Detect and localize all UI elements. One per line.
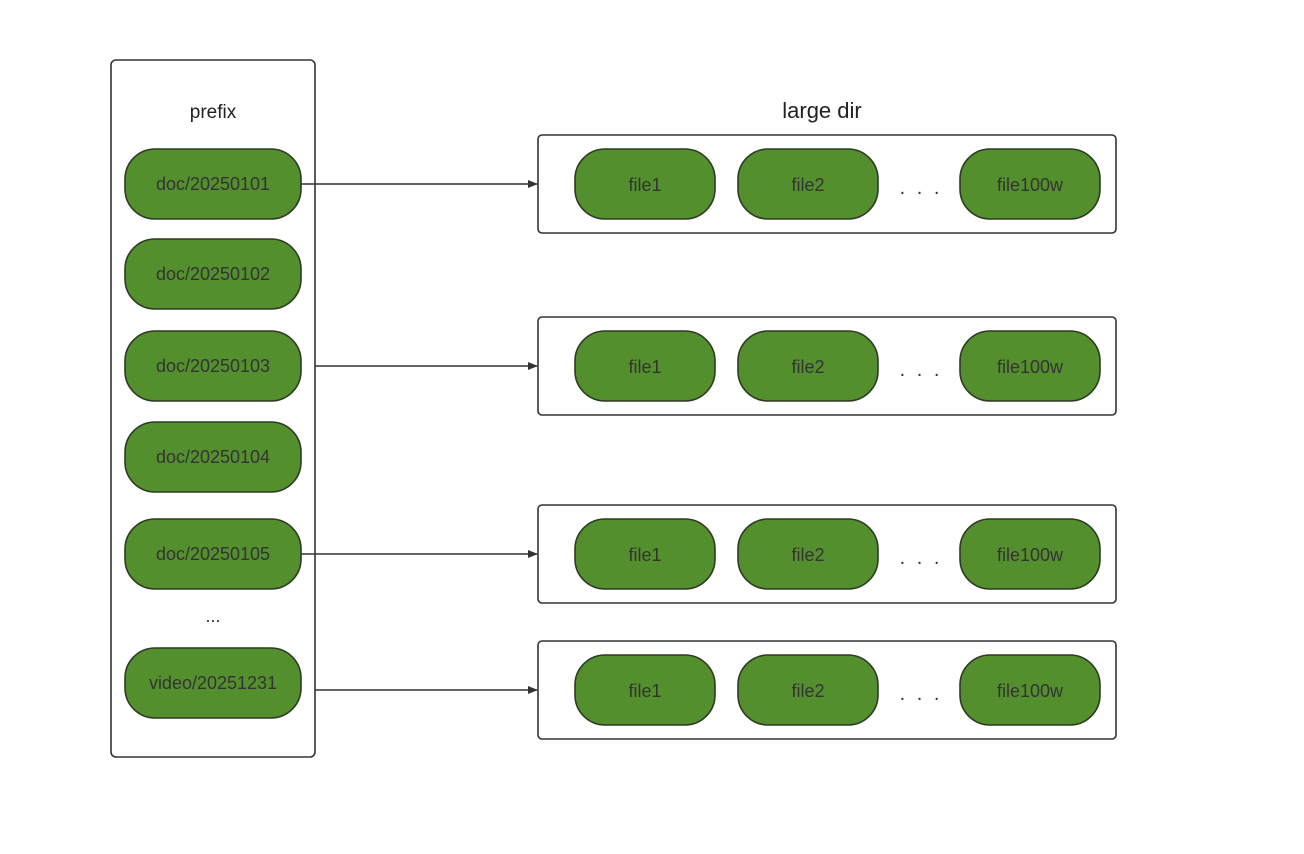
file-label: file100w — [997, 545, 1064, 565]
file-label: file2 — [791, 175, 824, 195]
file-ellipsis: . . . — [900, 177, 943, 199]
prefix-label: doc/20250102 — [156, 264, 270, 284]
file-label: file1 — [628, 357, 661, 377]
file-item[interactable]: file1 — [574, 330, 716, 402]
file-label: file100w — [997, 681, 1064, 701]
arrows — [301, 180, 538, 694]
file-item[interactable]: file1 — [574, 518, 716, 590]
file-item[interactable]: file2 — [737, 330, 879, 402]
prefix-label: video/20251231 — [149, 673, 277, 693]
file-label: file2 — [791, 681, 824, 701]
prefix-item[interactable]: video/20251231 — [124, 647, 302, 719]
prefix-label: doc/20250101 — [156, 174, 270, 194]
large-dir-rows: file1 file2 file100w . . . file1 file2 file100… — [537, 134, 1117, 740]
file-item[interactable]: file2 — [737, 148, 879, 220]
prefix-item[interactable]: doc/20250104 — [124, 421, 302, 493]
file-pill[interactable] — [959, 148, 1101, 220]
file-item[interactable]: file100w — [959, 330, 1101, 402]
prefix-pill[interactable] — [124, 647, 302, 719]
prefix-pill[interactable] — [124, 421, 302, 493]
large-dir-row: file1 file2 file100w . . . — [537, 504, 1117, 604]
file-item[interactable]: file2 — [737, 518, 879, 590]
file-label: file1 — [628, 175, 661, 195]
file-pill[interactable] — [574, 330, 716, 402]
file-ellipsis: . . . — [900, 683, 943, 705]
prefix-item[interactable]: doc/20250102 — [124, 238, 302, 310]
prefix-panel-title: prefix — [190, 102, 237, 123]
file-pill[interactable] — [737, 654, 879, 726]
file-pill[interactable] — [959, 654, 1101, 726]
file-pill[interactable] — [574, 148, 716, 220]
file-item[interactable]: file1 — [574, 654, 716, 726]
file-label: file1 — [628, 681, 661, 701]
large-dir-row: file1 file2 file100w . . . — [537, 316, 1117, 416]
file-pill[interactable] — [737, 518, 879, 590]
prefix-panel: prefix doc/20250101 doc/20250102 doc/20250… — [110, 59, 316, 758]
file-item[interactable]: file100w — [959, 148, 1101, 220]
file-pill[interactable] — [959, 518, 1101, 590]
large-dir-row: file1 file2 file100w . . . — [537, 640, 1117, 740]
file-item[interactable]: file2 — [737, 654, 879, 726]
file-pill[interactable] — [737, 148, 879, 220]
prefix-item[interactable]: doc/20250105 — [124, 518, 302, 590]
prefix-pill[interactable] — [124, 330, 302, 402]
file-ellipsis: . . . — [900, 547, 943, 569]
file-item[interactable]: file1 — [574, 148, 716, 220]
large-dir-row: file1 file2 file100w . . . — [537, 134, 1117, 234]
file-ellipsis: . . . — [900, 359, 943, 381]
prefix-label: doc/20250105 — [156, 544, 270, 564]
prefix-item[interactable]: doc/20250101 — [124, 148, 302, 220]
file-pill[interactable] — [737, 330, 879, 402]
file-label: file2 — [791, 357, 824, 377]
file-label: file2 — [791, 545, 824, 565]
file-item[interactable]: file100w — [959, 518, 1101, 590]
file-label: file1 — [628, 545, 661, 565]
file-item[interactable]: file100w — [959, 654, 1101, 726]
prefix-ellipsis: ... — [205, 606, 220, 626]
prefix-pill[interactable] — [124, 238, 302, 310]
file-label: file100w — [997, 357, 1064, 377]
prefix-item[interactable]: doc/20250103 — [124, 330, 302, 402]
file-label: file100w — [997, 175, 1064, 195]
file-pill[interactable] — [959, 330, 1101, 402]
file-pill[interactable] — [574, 654, 716, 726]
file-pill[interactable] — [574, 518, 716, 590]
prefix-label: doc/20250104 — [156, 447, 270, 467]
large-dir-title: large dir — [782, 98, 861, 123]
prefix-label: doc/20250103 — [156, 356, 270, 376]
